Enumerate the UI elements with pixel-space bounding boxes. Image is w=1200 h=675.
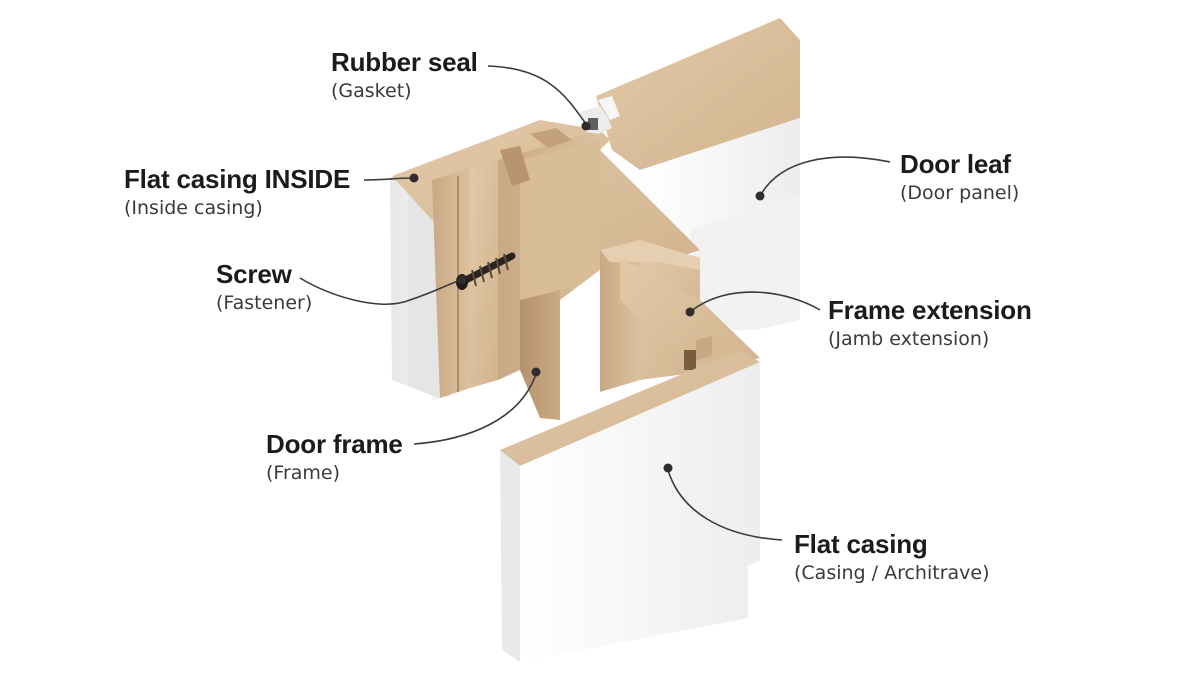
callout-title: Door leaf <box>900 149 1011 179</box>
callout-title: Door frame <box>266 429 403 459</box>
dot-rubber-seal <box>581 121 591 131</box>
callout-title: Flat casing <box>794 529 928 559</box>
callout-flat-casing: Flat casing (Casing / Architrave) <box>794 529 990 587</box>
callout-subtitle: (Casing / Architrave) <box>794 562 990 584</box>
leader-frame-extension <box>689 291 821 313</box>
callout-subtitle: (Gasket) <box>331 80 412 102</box>
callout-door-frame: Door frame (Frame) <box>266 429 403 487</box>
dot-flat-casing-inside <box>409 173 419 183</box>
callout-frame-extension: Frame extension (Jamb extension) <box>828 295 1032 353</box>
leader-flat-casing-inside <box>363 177 413 181</box>
callout-title: Rubber seal <box>331 47 478 77</box>
callout-subtitle: (Door panel) <box>900 182 1020 204</box>
leader-screw <box>299 277 463 305</box>
leader-lines <box>299 65 891 541</box>
callout-title: Frame extension <box>828 295 1032 325</box>
callout-screw: Screw (Fastener) <box>216 259 312 317</box>
dot-flat-casing <box>663 463 673 473</box>
callout-title: Flat casing INSIDE <box>124 164 351 194</box>
dot-screw <box>457 275 467 285</box>
callout-subtitle: (Fastener) <box>216 292 313 314</box>
leader-door-frame <box>413 373 537 445</box>
callout-door-leaf: Door leaf (Door panel) <box>900 149 1019 207</box>
callout-rubber-seal: Rubber seal (Gasket) <box>331 47 478 105</box>
dot-door-leaf <box>755 191 765 201</box>
leader-rubber-seal <box>487 65 587 125</box>
leader-door-leaf <box>759 156 891 197</box>
dot-frame-extension <box>685 307 695 317</box>
callout-subtitle: (Inside casing) <box>124 197 263 219</box>
leader-flat-casing <box>667 469 783 541</box>
leader-dots <box>409 121 765 473</box>
callout-subtitle: (Frame) <box>266 462 341 484</box>
callout-subtitle: (Jamb extension) <box>828 328 990 350</box>
dot-door-frame <box>531 367 541 377</box>
callout-title: Screw <box>216 259 292 289</box>
flat-casing-shape <box>500 350 760 662</box>
callout-flat-casing-inside: Flat casing INSIDE (Inside casing) <box>124 164 350 222</box>
